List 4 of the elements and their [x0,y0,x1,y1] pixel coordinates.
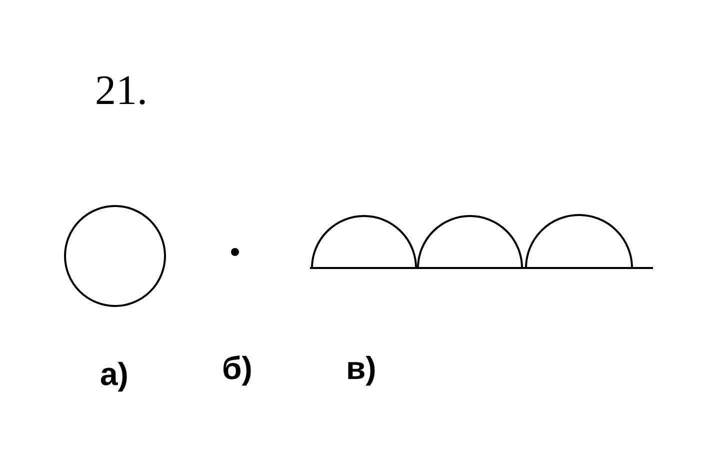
item-label: в) [346,352,376,384]
problem-number: 21. [95,70,148,112]
item-label: б) [222,352,252,384]
item-label: а) [100,358,128,390]
